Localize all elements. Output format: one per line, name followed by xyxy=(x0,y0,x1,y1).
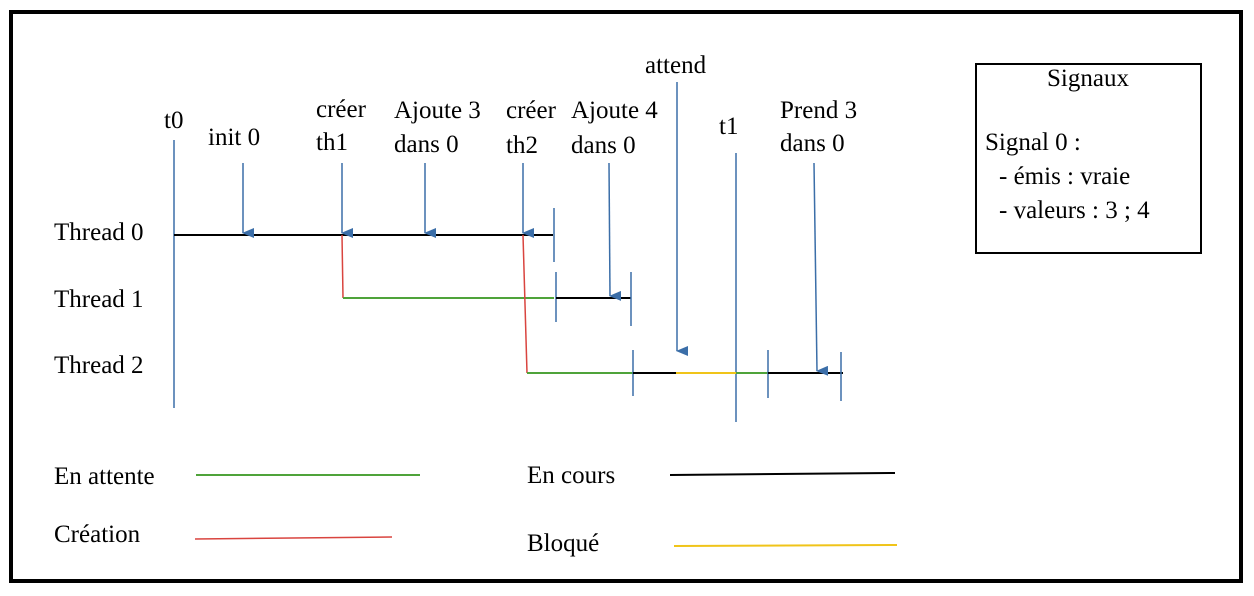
signals-box: Signaux Signal 0 : - émis : vraie - vale… xyxy=(975,63,1202,254)
creation-th2-line xyxy=(522,234,528,374)
legend-running-label: En cours xyxy=(527,462,615,489)
prend3-label-line2: dans 0 xyxy=(780,130,845,157)
legend-waiting-label: En attente xyxy=(54,463,155,490)
thread-0-label: Thread 0 xyxy=(54,219,144,246)
legend-creation-label: Création xyxy=(54,521,141,548)
legend: En attente Création En cours Bloqué xyxy=(54,462,898,557)
attend-label: attend xyxy=(645,52,707,79)
init0-label: init 0 xyxy=(208,124,260,151)
thread-1-label: Thread 1 xyxy=(54,286,144,313)
ajoute3-label-line2: dans 0 xyxy=(394,131,459,158)
creer-th2-label-line2: th2 xyxy=(506,132,538,159)
ajoute3-label-line1: Ajoute 3 xyxy=(394,97,481,124)
creer-th2-label-line1: créer xyxy=(506,97,557,124)
ajoute4-label-line2: dans 0 xyxy=(571,132,636,159)
legend-running-swatch xyxy=(669,472,896,476)
signal-0-values: - valeurs : 3 ; 4 xyxy=(999,197,1150,224)
legend-blocked-swatch xyxy=(673,544,898,547)
creer-th1-label-line2: th1 xyxy=(316,129,348,156)
legend-blocked-label: Bloqué xyxy=(527,530,599,557)
signal-0-emitted: - émis : vraie xyxy=(999,163,1130,190)
ajoute4-arrow xyxy=(608,162,622,301)
creation-th1-line xyxy=(341,234,344,299)
t1-label: t1 xyxy=(719,113,738,140)
t0-label: t0 xyxy=(164,107,183,134)
outer-frame xyxy=(9,10,1243,583)
signals-box-title: Signaux xyxy=(1047,65,1129,92)
creer-th1-label-line1: créer xyxy=(316,96,367,123)
prend3-arrow xyxy=(813,162,829,376)
thread-2-label: Thread 2 xyxy=(54,352,144,379)
prend3-label-line1: Prend 3 xyxy=(780,97,857,124)
signals-box-border xyxy=(975,63,1202,254)
signal-0-label: Signal 0 : xyxy=(985,129,1081,156)
legend-creation-swatch xyxy=(194,536,393,540)
ajoute4-label-line1: Ajoute 4 xyxy=(571,97,658,124)
